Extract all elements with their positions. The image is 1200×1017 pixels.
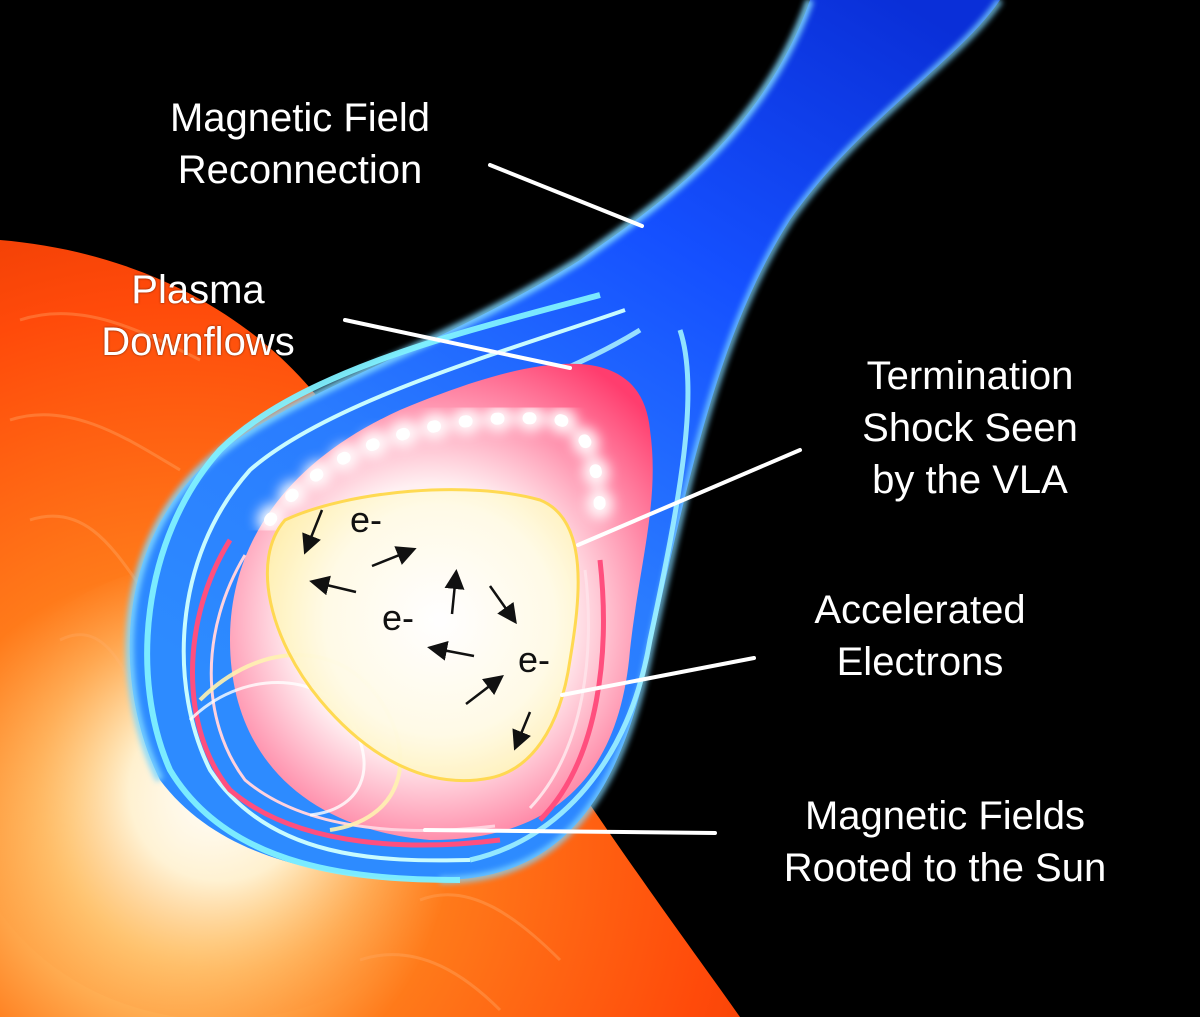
- electron-region: [265, 488, 580, 783]
- label-magnetic-field-reconnection: Magnetic Field Reconnection: [169, 96, 431, 192]
- label-accelerated-electrons: Accelerated Electrons: [814, 588, 1026, 684]
- label-plasma-downflows: Plasma Downflows: [101, 268, 295, 364]
- leader-electrons: [560, 656, 756, 697]
- electron-label-3: e-: [518, 639, 550, 680]
- electron-arrow: [465, 674, 504, 705]
- leader-reconnection: [488, 163, 644, 228]
- leader-downflows: [343, 318, 572, 370]
- electron-arrow: [512, 711, 532, 751]
- electron-arrow: [444, 569, 465, 615]
- leader-lines: [343, 163, 802, 835]
- electron-label-2: e-: [382, 597, 414, 638]
- electron-arrow: [488, 585, 517, 625]
- electron-label-1: e-: [350, 499, 382, 540]
- label-termination-shock: Termination Shock Seen by the VLA: [862, 354, 1078, 502]
- electron-arrows: [302, 509, 532, 751]
- electron-arrow: [427, 640, 475, 661]
- electron-arrow: [309, 575, 357, 596]
- leader-shock: [576, 448, 802, 547]
- electron-arrow: [302, 509, 324, 555]
- electron-labels: e- e- e-: [350, 499, 550, 680]
- leader-rooted: [423, 828, 717, 835]
- label-magnetic-fields-rooted: Magnetic Fields Rooted to the Sun: [783, 794, 1107, 890]
- electron-arrow: [371, 546, 417, 568]
